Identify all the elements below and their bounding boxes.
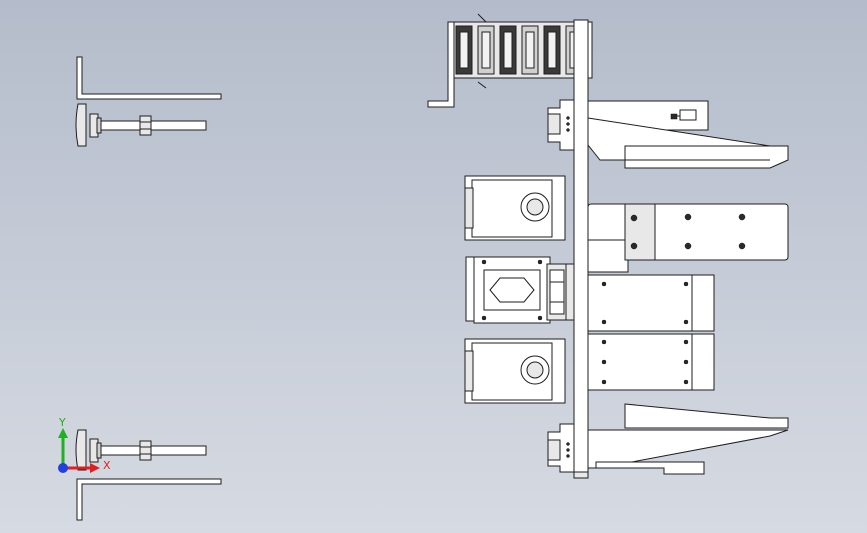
bottom-left-screw-rod [75,429,207,471]
coordinate-triad: Y X [58,416,111,473]
lower-motor [464,338,566,404]
upper-motor [464,175,566,241]
mounting-plate-with-holes [587,203,789,273]
top-wedge-arm [587,117,789,169]
top-left-screw-rod [75,103,207,147]
cable-chain [427,13,593,108]
x-axis-label: X [103,459,111,472]
top-slider-block [547,99,575,151]
bottom-slider-block [547,423,575,473]
bottom-left-angle-bracket [76,478,222,521]
vertical-main-plate [573,19,589,479]
y-axis-label: Y [58,416,66,429]
middle-gripper-module [465,256,575,324]
bottom-wedge-arm [587,403,789,475]
top-left-angle-bracket [76,56,222,100]
middle-right-block-lower [587,333,715,391]
middle-right-block-upper [587,274,715,332]
